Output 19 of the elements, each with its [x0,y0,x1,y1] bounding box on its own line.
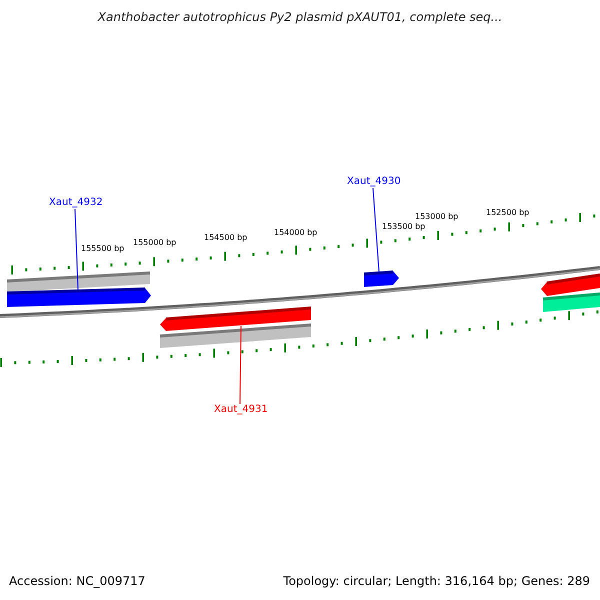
leader-line [372,188,380,272]
summary-text: Topology: circular; Length: 316,164 bp; Genes: 289 [283,574,590,589]
accession-text: Accession: NC_009717 [9,574,146,589]
title: Xanthobacter autotrophicus Py2 plasmid pXAUT01, complete seq... [96,10,504,25]
gene-label: Xaut_4930 [347,176,401,188]
tick-label: 154500 bp [204,233,248,243]
tick-label: 155500 bp [81,244,124,254]
gene-label: Xaut_4931 [214,404,268,416]
gene-arrow [364,270,399,287]
tick-label: 154000 bp [274,228,318,238]
leader-line [240,326,242,404]
gene-arrow [6,288,151,307]
leader-line [74,208,78,290]
gene-label: Xaut_4932 [49,197,103,209]
tick-label: 152500 bp [486,208,530,218]
tick-label: 155000 bp [133,238,176,248]
tick-label: 153500 bp [382,222,426,232]
tick-label: 153000 bp [415,212,458,222]
gene-arrow [160,306,312,331]
